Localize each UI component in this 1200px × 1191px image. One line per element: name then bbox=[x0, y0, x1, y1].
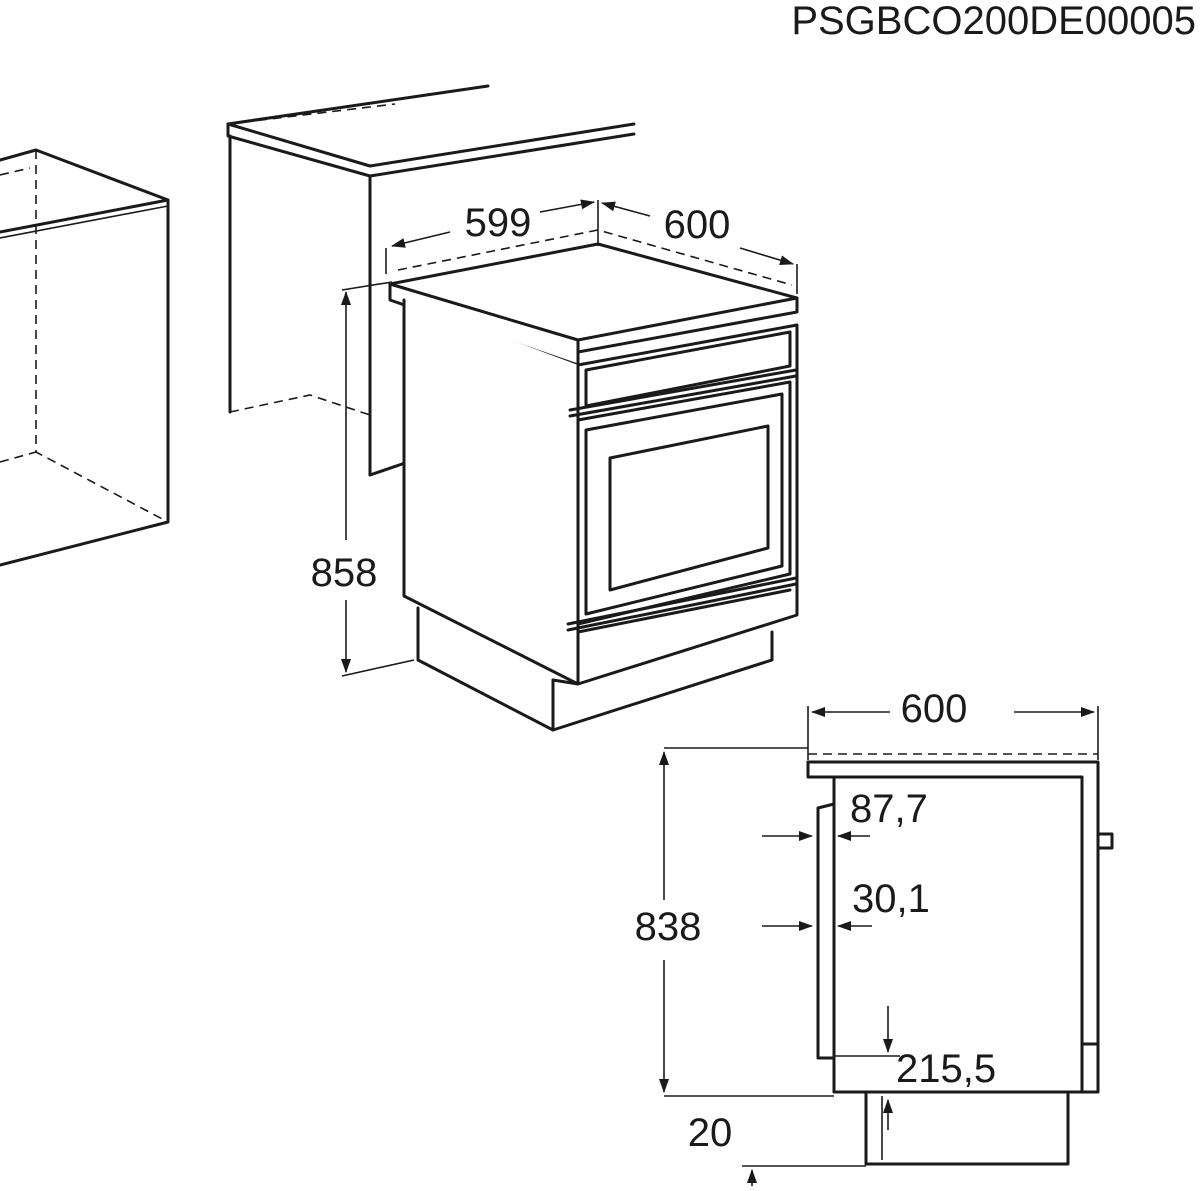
left-cabinet bbox=[0, 148, 170, 567]
dim-handle-bottom: 215,5 bbox=[896, 1047, 996, 1091]
perspective-dimensions bbox=[341, 199, 798, 677]
dim-side-height-838: 838 bbox=[635, 905, 702, 949]
drawing-code: PSGBCO200DE00005 bbox=[791, 0, 1196, 43]
dim-width-599: 599 bbox=[465, 201, 532, 245]
dim-side-depth-600: 600 bbox=[901, 687, 968, 731]
cooker-side-view bbox=[806, 706, 1114, 1166]
cooker-perspective bbox=[388, 229, 799, 732]
dim-depth-600: 600 bbox=[664, 203, 731, 247]
dim-height-858: 858 bbox=[311, 551, 378, 595]
dim-plinth-20: 20 bbox=[688, 1111, 733, 1155]
right-cabinet bbox=[226, 84, 636, 477]
dim-handle-offset: 30,1 bbox=[852, 877, 930, 921]
dim-handle-depth: 87,7 bbox=[850, 787, 928, 831]
side-view-dimensions bbox=[659, 707, 1095, 1186]
